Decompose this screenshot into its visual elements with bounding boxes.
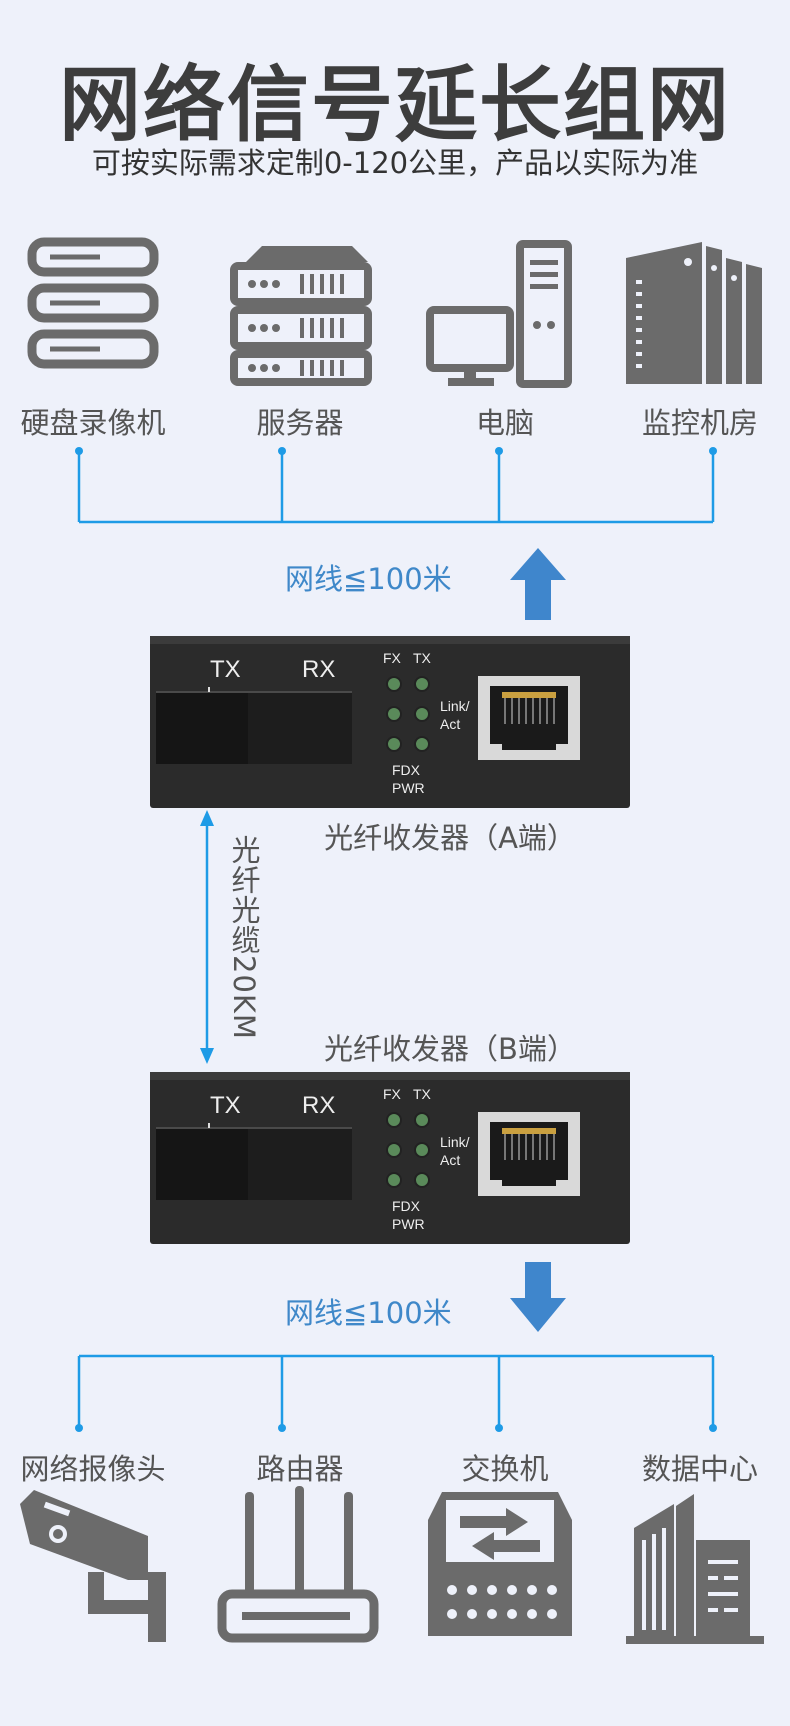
server-room-icon bbox=[626, 242, 762, 384]
transceiver-b-tx-label: TX bbox=[210, 1092, 241, 1119]
transceiver-a-tx-label: TX bbox=[210, 656, 241, 683]
router-icon bbox=[217, 1486, 379, 1643]
leds-a bbox=[386, 676, 430, 752]
transceiver-a-fdx-label: FDX bbox=[392, 762, 420, 778]
top-device-label-2: 服务器 bbox=[256, 406, 344, 440]
down-arrow-icon bbox=[510, 1262, 566, 1332]
bottom-device-label-1: 网络报像头 bbox=[20, 1452, 166, 1486]
transceiver-b-link-label: Link/ bbox=[440, 1134, 470, 1150]
transceiver-a-rx-label: RX bbox=[302, 656, 336, 683]
server-icon bbox=[230, 246, 372, 386]
fiber-double-arrow bbox=[200, 810, 214, 1064]
fiber-link-label: 光纤光缆20KM bbox=[227, 835, 261, 1040]
top-device-label-1: 硬盘录像机 bbox=[20, 406, 166, 440]
top-connector-lines bbox=[75, 447, 717, 524]
transceiver-a bbox=[150, 636, 630, 808]
transceiver-b-fx-led-label: FX bbox=[383, 1086, 401, 1102]
bottom-device-label-3: 交换机 bbox=[461, 1452, 549, 1486]
top-device-label-4: 监控机房 bbox=[641, 406, 758, 440]
bottom-device-label-2: 路由器 bbox=[256, 1452, 344, 1486]
bottom-connector-lines bbox=[75, 1354, 717, 1432]
transceiver-b-act-label: Act bbox=[440, 1152, 461, 1168]
transceiver-b bbox=[150, 1072, 630, 1244]
camera-icon bbox=[20, 1490, 166, 1642]
up-arrow-icon bbox=[510, 548, 566, 620]
transceiver-b-tx-led-label: TX bbox=[413, 1086, 431, 1102]
computer-icon bbox=[426, 240, 572, 388]
dvr-icon bbox=[27, 237, 159, 369]
transceiver-a-tx-led-label: TX bbox=[413, 650, 431, 666]
transceiver-b-caption: 光纤收发器（B端） bbox=[324, 1032, 576, 1066]
top-device-label-3: 电脑 bbox=[475, 406, 534, 440]
switch-icon bbox=[428, 1492, 572, 1636]
top-link-label: 网线≦100米 bbox=[285, 562, 452, 596]
bottom-device-label-4: 数据中心 bbox=[641, 1452, 758, 1486]
transceiver-a-caption: 光纤收发器（A端） bbox=[324, 821, 576, 855]
transceiver-b-rx-label: RX bbox=[302, 1092, 336, 1119]
transceiver-a-pwr-label: PWR bbox=[392, 780, 425, 796]
page-subtitle: 可按实际需求定制0-120公里，产品以实际为准 bbox=[91, 146, 699, 180]
page-title: 网络信号延长组网 bbox=[58, 58, 731, 153]
transceiver-b-fdx-label: FDX bbox=[392, 1198, 420, 1214]
transceiver-a-fx-led-label: FX bbox=[383, 650, 401, 666]
transceiver-b-pwr-label: PWR bbox=[392, 1216, 425, 1232]
transceiver-a-link-label: Link/ bbox=[440, 698, 470, 714]
transceiver-a-act-label: Act bbox=[440, 716, 461, 732]
leds-b bbox=[386, 1112, 430, 1188]
datacenter-icon bbox=[626, 1494, 764, 1644]
bottom-link-label: 网线≦100米 bbox=[285, 1296, 452, 1330]
